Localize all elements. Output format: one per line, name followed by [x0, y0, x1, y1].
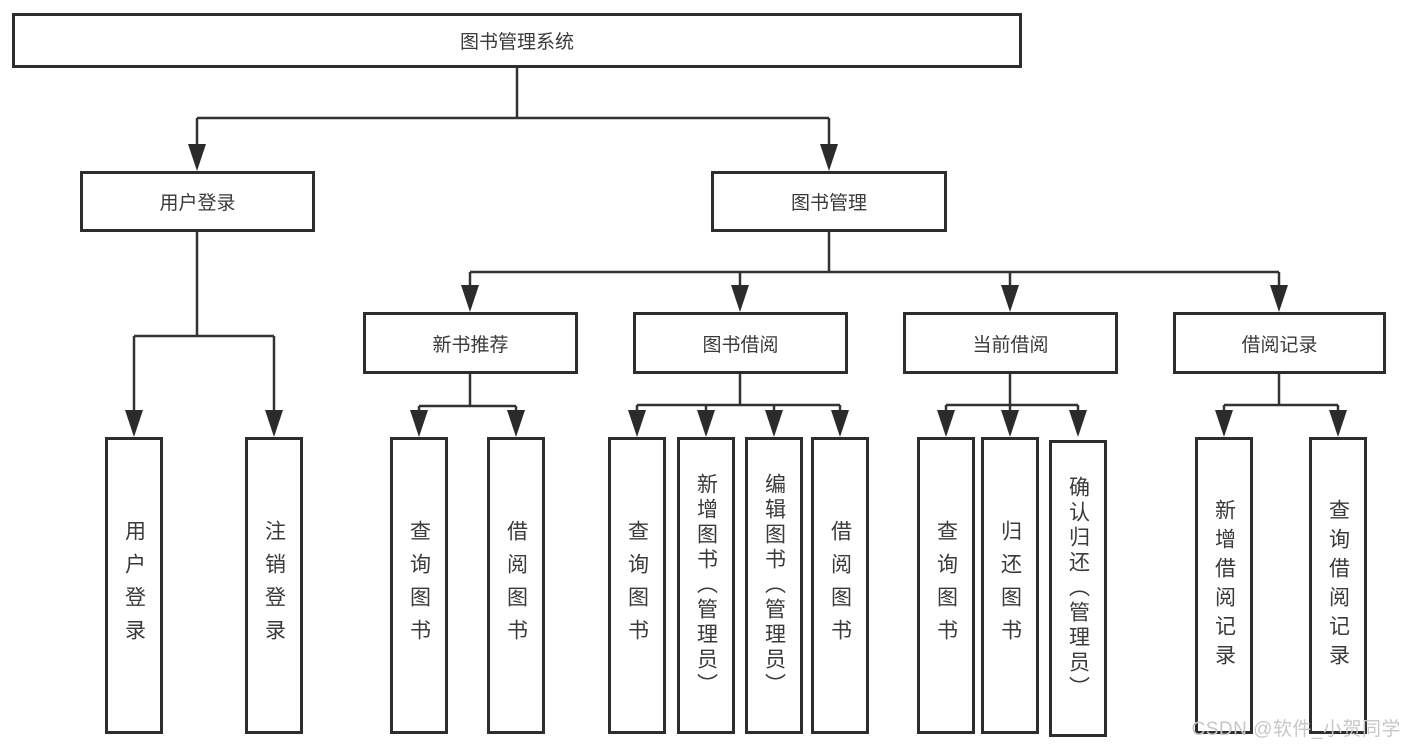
leaf-borrow-books-2: 借阅图书 — [811, 437, 869, 734]
node-label: 图书借阅 — [702, 334, 779, 356]
leaf-user-login: 用户登录 — [105, 437, 163, 734]
node-label: 编辑图书（管理员） — [762, 473, 786, 698]
leaf-add-borrow-record: 新增借阅记录 — [1195, 437, 1253, 734]
node-book-management: 图书管理 — [711, 171, 947, 232]
node-current-borrowing: 当前借阅 — [903, 312, 1118, 374]
leaf-confirm-return-admin: 确认归还（管理员） — [1049, 440, 1107, 737]
leaf-query-books-1: 查询图书 — [390, 437, 448, 734]
node-book-borrowing: 图书借阅 — [633, 312, 848, 374]
leaf-query-books-3: 查询图书 — [917, 437, 975, 734]
node-label: 确认归还（管理员） — [1066, 476, 1090, 701]
csdn-watermark: CSDN @软件_小贺同学 — [1191, 719, 1401, 740]
leaf-query-borrow-record: 查询借阅记录 — [1309, 437, 1367, 734]
leaf-borrow-books-1: 借阅图书 — [487, 437, 545, 734]
node-library-system: 图书管理系统 — [12, 13, 1022, 68]
node-label: 查询借阅记录 — [1326, 498, 1350, 673]
node-label: 图书管理 — [790, 193, 867, 214]
node-label: 用户登录 — [122, 519, 146, 652]
node-label: 借阅记录 — [1241, 334, 1318, 356]
node-label: 查询图书 — [625, 519, 649, 652]
leaf-logout: 注销登录 — [245, 437, 303, 734]
leaf-return-books: 归还图书 — [981, 437, 1039, 734]
leaf-query-books-2: 查询图书 — [608, 437, 666, 734]
node-new-book-recommend: 新书推荐 — [363, 312, 578, 374]
node-user-login: 用户登录 — [80, 171, 315, 232]
node-label: 借阅图书 — [828, 519, 852, 652]
node-label: 新增借阅记录 — [1212, 498, 1236, 673]
node-label: 查询图书 — [934, 519, 958, 652]
node-label: 借阅图书 — [504, 519, 528, 652]
node-label: 新增图书（管理员） — [694, 473, 718, 698]
node-label: 注销登录 — [262, 519, 286, 652]
node-label: 归还图书 — [998, 519, 1022, 652]
node-label: 查询图书 — [407, 519, 431, 652]
node-label: 当前借阅 — [972, 334, 1049, 356]
node-label: 新书推荐 — [432, 334, 509, 356]
node-label: 用户登录 — [159, 193, 236, 214]
node-label: 图书管理系统 — [459, 32, 574, 53]
leaf-edit-books-admin: 编辑图书（管理员） — [745, 437, 803, 734]
node-borrowing-records: 借阅记录 — [1173, 312, 1386, 374]
leaf-add-books-admin: 新增图书（管理员） — [677, 437, 735, 734]
arrowheads — [125, 144, 1347, 437]
